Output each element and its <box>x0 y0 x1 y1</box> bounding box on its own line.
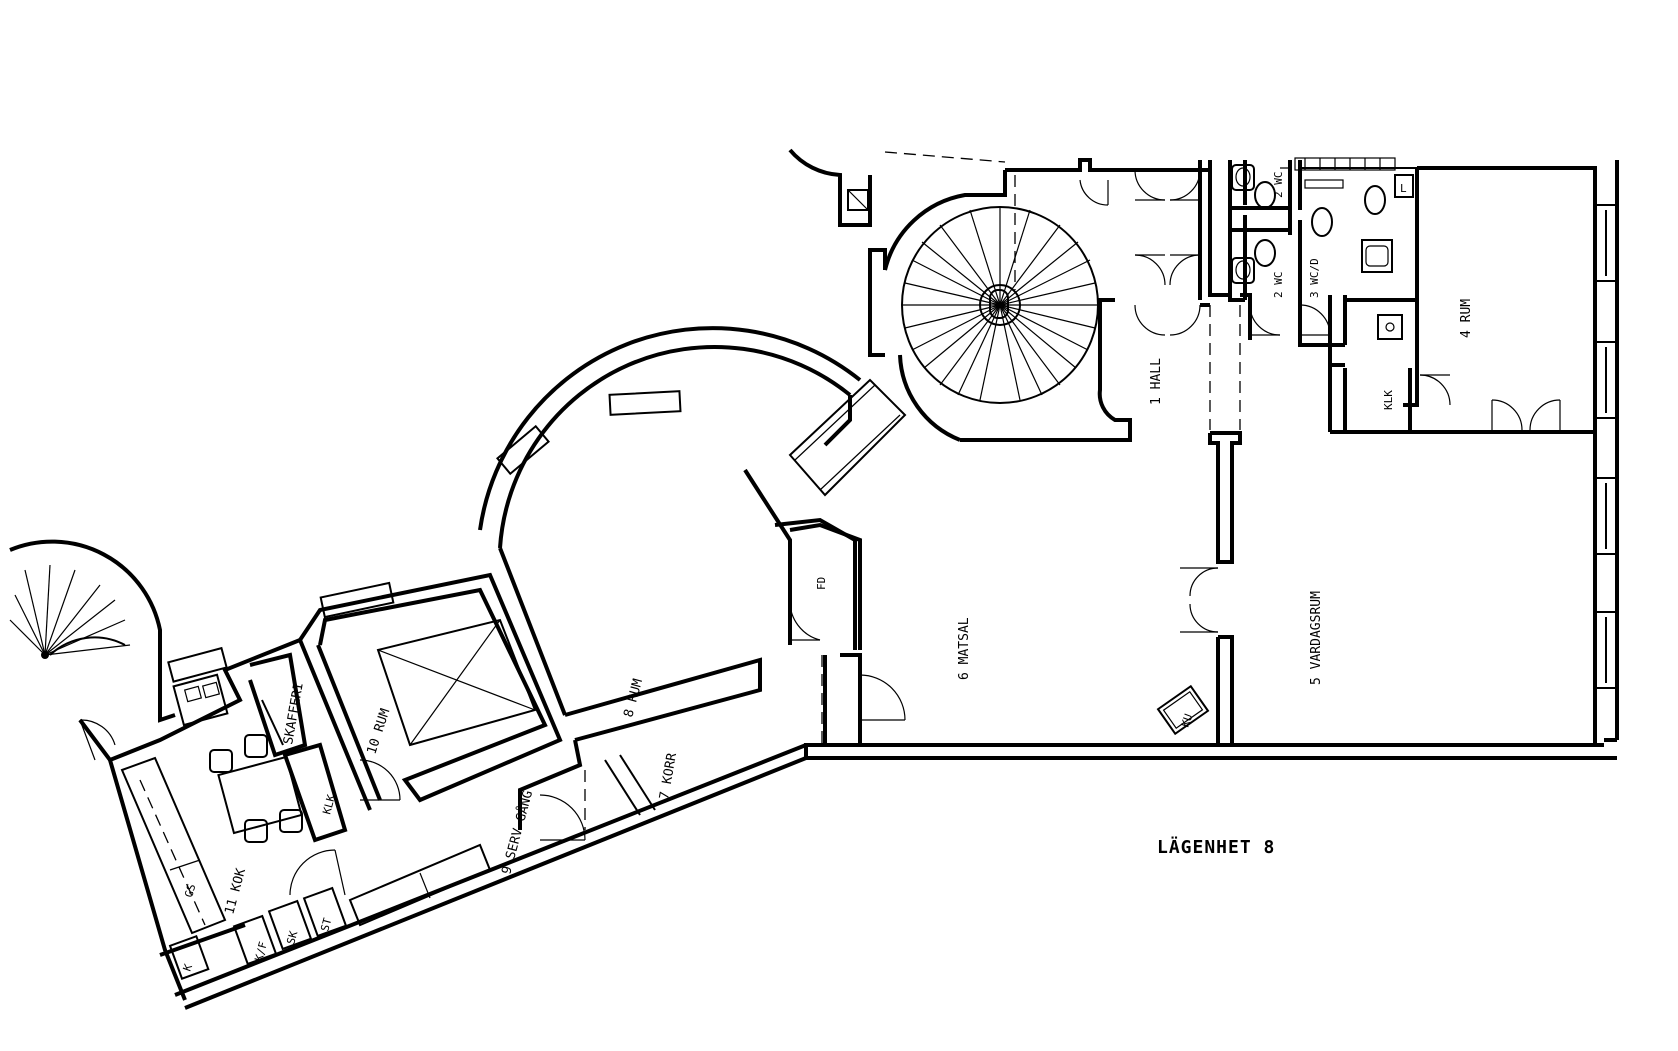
fixture-label-klk-left: KLK <box>320 793 338 816</box>
room-label-hall: 1 HALL <box>1149 358 1164 405</box>
room-label-serv-gang: 9 SERV-GÅNG <box>498 789 536 876</box>
fixture-label-fd: FD <box>815 577 828 590</box>
diagonal-facade <box>174 739 807 1010</box>
room-label-korr: 7 KORR <box>657 752 680 801</box>
room-label-kok: 11 KOK <box>222 867 249 916</box>
fixture-label-k: K <box>181 962 196 973</box>
right-wing-walls <box>806 160 1619 760</box>
room-8-walls <box>478 326 907 758</box>
room-label-wc-d: 3 WC/D <box>1308 258 1321 298</box>
room-label-wc-2: 2 WC <box>1272 272 1285 299</box>
room-label-rum-10: 10 RUM <box>365 707 394 756</box>
room-label-wc-1: 2 WC <box>1272 172 1285 199</box>
fixture-label-kf: K/F <box>252 940 270 963</box>
fixture-label-klk-right: KLK <box>1382 390 1395 410</box>
room-label-matsal: 6 MATSAL <box>957 617 972 680</box>
plan-title: LÄGENHET 8 <box>1157 836 1275 858</box>
room-label-rum-8: 8 RUM <box>621 677 646 719</box>
room-10-walls <box>298 572 563 811</box>
room-label-vardagsrum: 5 VARDAGSRUM <box>1309 591 1324 685</box>
fixture-label-sk: SK <box>284 929 300 946</box>
fixture-label-st: ST <box>318 916 334 933</box>
fixture-label-l: L <box>1400 182 1407 195</box>
hall-area <box>1005 157 1417 430</box>
room-label-rum-4: 4 RUM <box>1459 299 1474 338</box>
fixture-label-ku: KU <box>1179 712 1196 729</box>
room-labels: 1 HALL 2 WC 2 WC 3 WC/D 4 RUM 5 VARDAGSR… <box>181 172 1474 974</box>
kitchen-walls <box>9 539 348 1001</box>
fixture-label-gs: GS <box>182 883 198 899</box>
main-staircase <box>788 148 1132 442</box>
